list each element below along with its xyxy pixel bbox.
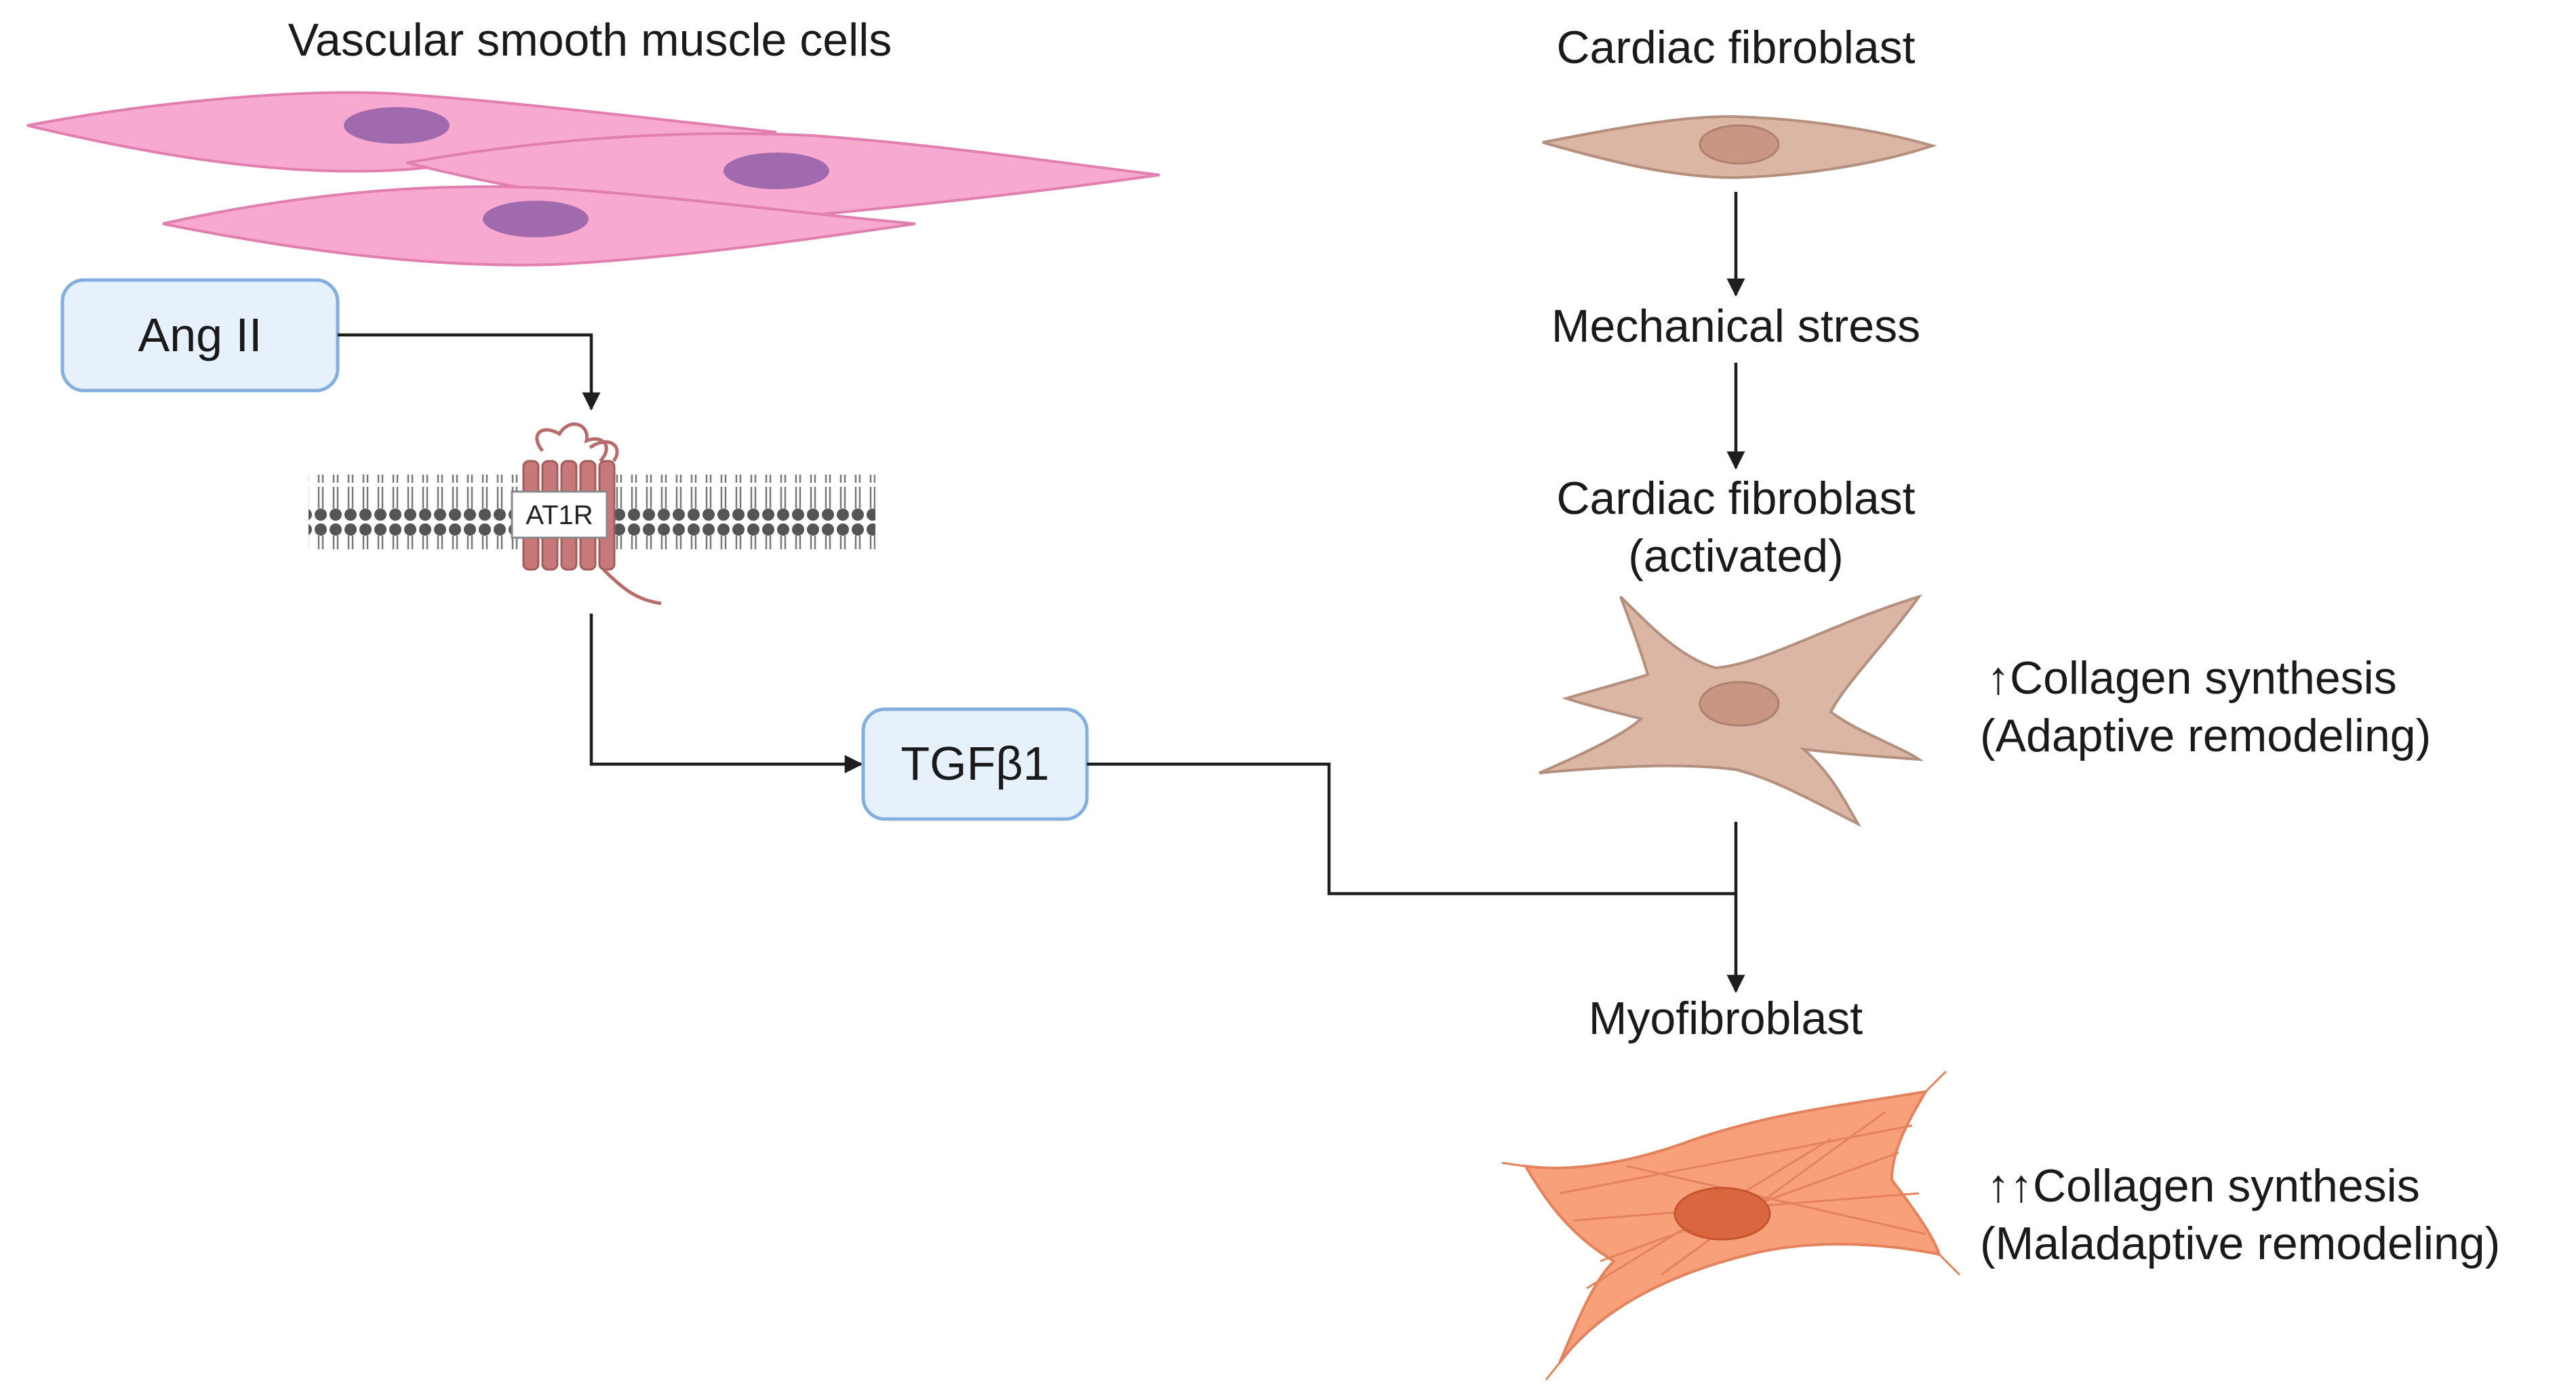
myofibroblast-illustration bbox=[1501, 1070, 1961, 1380]
myofibroblast-label: Myofibroblast bbox=[1589, 993, 1863, 1044]
vsmc-nucleus-1 bbox=[344, 107, 450, 144]
ang2-label: Ang II bbox=[138, 309, 262, 361]
at1r-label: AT1R bbox=[526, 500, 593, 530]
cardiac-fibroblast-label: Cardiac fibroblast bbox=[1556, 22, 1915, 73]
arrow-ang2-to-at1r bbox=[338, 333, 601, 411]
vsmc-nucleus-2 bbox=[724, 153, 829, 189]
mechanical-stress-label: Mechanical stress bbox=[1551, 300, 1920, 352]
vsmc-cells-illustration bbox=[26, 91, 1160, 266]
vsmc-label: Vascular smooth muscle cells bbox=[288, 14, 892, 66]
at1r-receptor-icon bbox=[522, 422, 662, 605]
adaptive-annotation-line1: ↑Collagen synthesis bbox=[1987, 652, 2397, 704]
maladaptive-annotation-line2: (Maladaptive remodeling) bbox=[1980, 1218, 2500, 1269]
tgfb1-label: TGFβ1 bbox=[900, 737, 1049, 790]
activated-fibroblast-label-line2: (activated) bbox=[1628, 530, 1843, 582]
connector-tgfb1-to-myofibroblast bbox=[1087, 762, 1736, 896]
activated-fibroblast-label-line1: Cardiac fibroblast bbox=[1556, 473, 1915, 524]
vsmc-nucleus-3 bbox=[483, 201, 589, 237]
cardiac-fibroblast-illustration bbox=[1542, 115, 1937, 180]
adaptive-annotation-line2: (Adaptive remodeling) bbox=[1980, 710, 2431, 761]
arrow-at1r-to-tgfb1 bbox=[589, 614, 863, 774]
activated-fibroblast-illustration bbox=[1539, 594, 1924, 827]
at1r-label-box bbox=[511, 490, 608, 539]
maladaptive-annotation-line1: ↑↑Collagen synthesis bbox=[1987, 1160, 2420, 1212]
